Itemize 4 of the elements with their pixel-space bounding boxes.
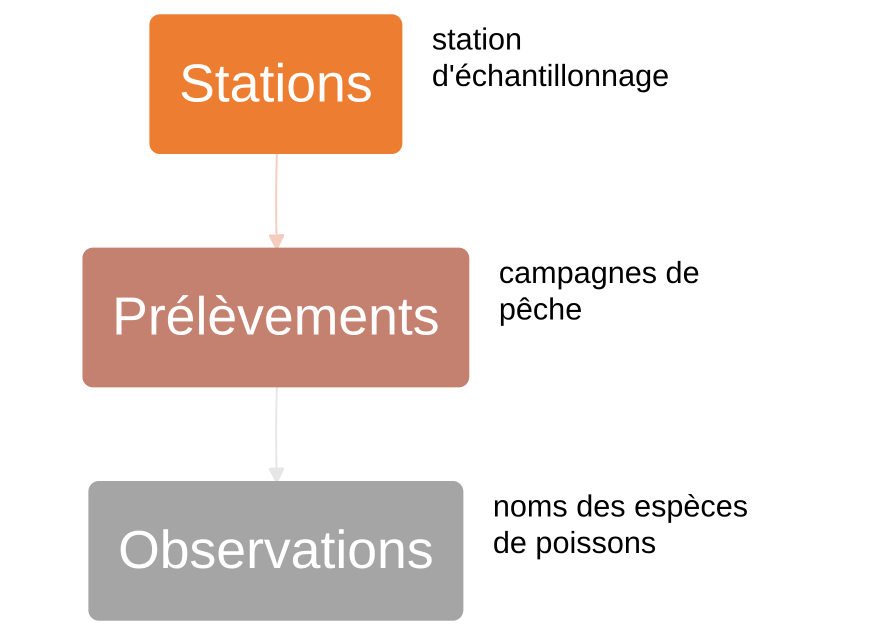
arrow [268,154,285,250]
bullet-text: campagnes de pêche [498,257,701,330]
bullet-text: noms des espèces de poissons [492,490,750,563]
bullet-text: station d'échantillonnage [432,24,670,96]
